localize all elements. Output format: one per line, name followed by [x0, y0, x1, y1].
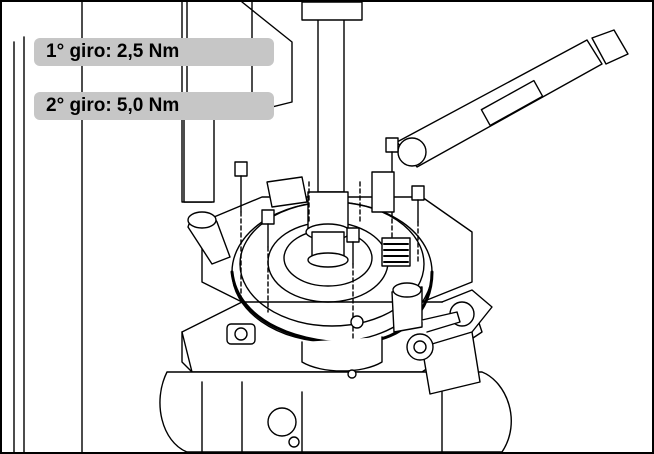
press-rod — [317, 2, 345, 193]
electrical-connector — [371, 171, 395, 213]
screw-right-2 — [411, 185, 425, 263]
screw-left-2 — [261, 209, 275, 313]
screw-left — [234, 161, 248, 303]
torque-step-2-label: 2° giro: 5,0 Nm — [34, 92, 274, 120]
torque-step-1-label: 1° giro: 2,5 Nm — [34, 38, 274, 66]
